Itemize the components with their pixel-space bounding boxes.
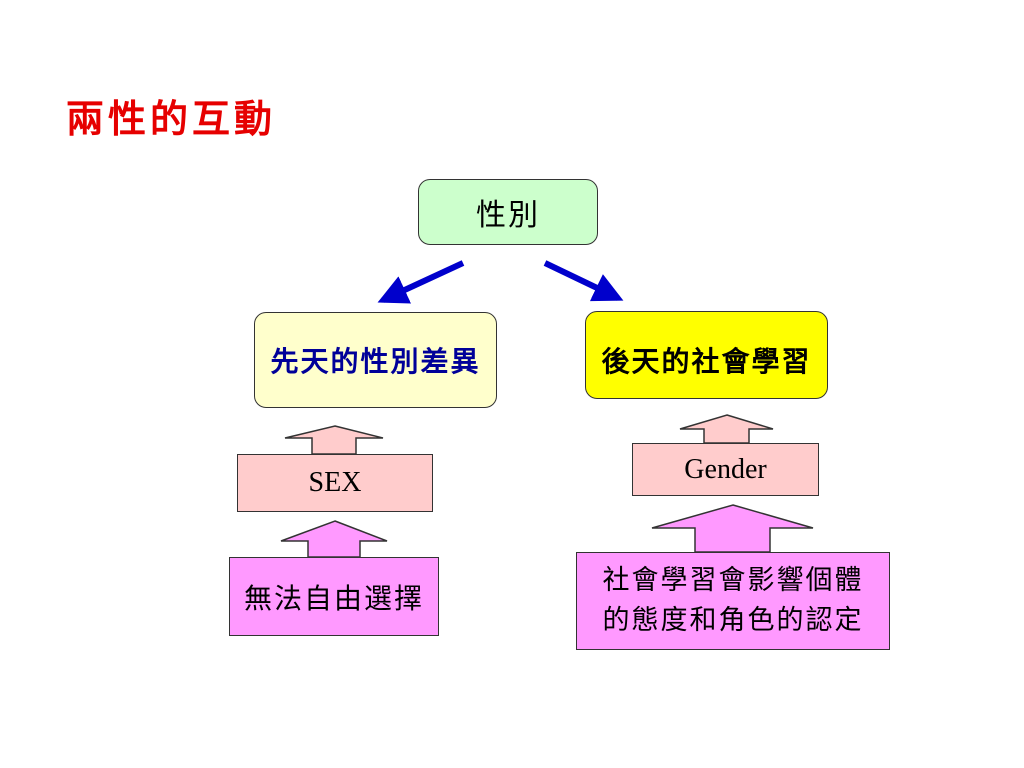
gender-term-box: Gender bbox=[632, 443, 819, 496]
social-learning-description-line-1: 社會學習會影響個體 bbox=[602, 565, 864, 596]
innate-sex-node-label: 先天的性別差異 bbox=[270, 345, 481, 378]
social-learning-node: 後天的社會學習 bbox=[585, 311, 828, 399]
block-arrow-right-bottom-up bbox=[651, 504, 814, 553]
block-arrow-sex-up bbox=[284, 425, 384, 455]
block-arrow-left-bottom-up bbox=[280, 520, 388, 558]
social-learning-node-label: 後天的社會學習 bbox=[601, 345, 812, 378]
root-node: 性別 bbox=[418, 179, 598, 245]
block-arrow-gender-up bbox=[679, 414, 774, 444]
sex-term-label: SEX bbox=[308, 467, 362, 498]
no-free-choice-box: 無法自由選擇 bbox=[229, 557, 439, 636]
innate-sex-node: 先天的性別差異 bbox=[254, 312, 497, 408]
slide-title: 兩性的互動 bbox=[66, 96, 277, 141]
arrow-root-to-left bbox=[377, 260, 465, 304]
social-learning-description-box: 社會學習會影響個體 的態度和角色的認定 bbox=[576, 552, 890, 650]
social-learning-description-line-2: 的態度和角色的認定 bbox=[602, 605, 864, 636]
arrow-root-to-right bbox=[543, 260, 624, 302]
sex-term-box: SEX bbox=[237, 454, 433, 512]
root-node-label: 性別 bbox=[476, 198, 540, 233]
gender-term-label: Gender bbox=[684, 454, 767, 485]
no-free-choice-label: 無法自由選擇 bbox=[243, 581, 424, 615]
